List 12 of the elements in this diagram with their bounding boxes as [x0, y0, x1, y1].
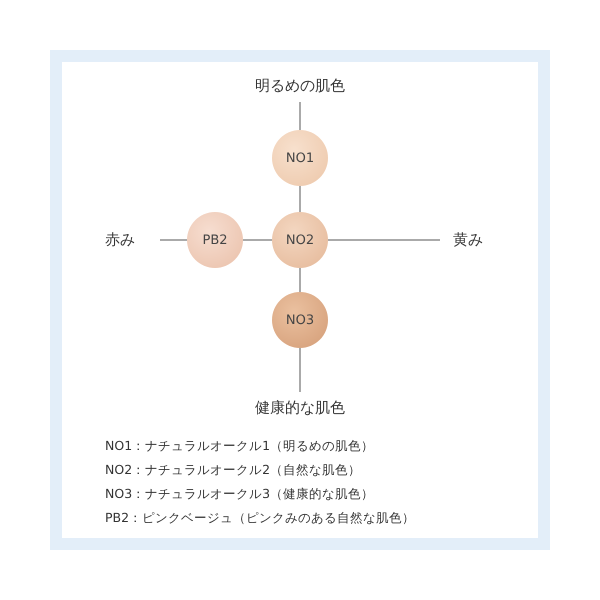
legend-text: PB2：ピンクベージュ（ピンクみのある自然な肌色） [105, 510, 416, 527]
axis-label: 黄み [453, 230, 483, 250]
legend-text: NO1：ナチュラルオークル1（明るめの肌色） [105, 438, 374, 455]
axis-label: 健康的な肌色 [255, 398, 345, 418]
legend-text: NO2：ナチュラルオークル2（自然な肌色） [105, 462, 362, 479]
swatch-label: NO2 [286, 232, 314, 248]
swatch-label: NO3 [286, 312, 314, 328]
swatch-label: PB2 [202, 232, 228, 248]
axis-label: 赤み [105, 230, 135, 250]
axis-label: 明るめの肌色 [255, 76, 345, 96]
swatch-label: NO1 [286, 150, 314, 166]
legend-text: NO3：ナチュラルオークル3（健康的な肌色） [105, 486, 374, 503]
